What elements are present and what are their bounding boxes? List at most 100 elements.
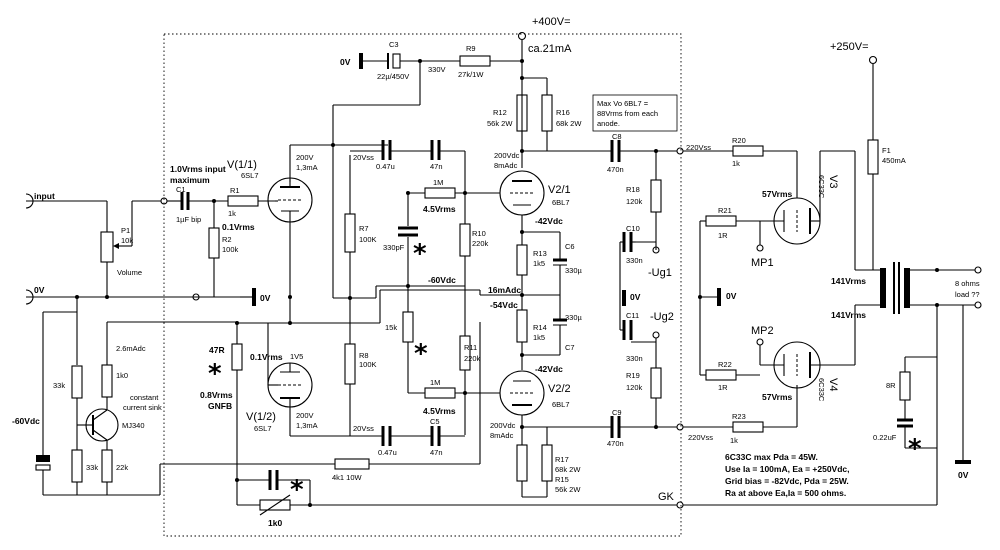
r-1m-top	[424, 187, 456, 199]
svg-text:C3: C3	[389, 40, 399, 49]
svg-text:6C33C: 6C33C	[817, 175, 826, 199]
svg-text:33k: 33k	[53, 381, 65, 390]
svg-text:22µ/450V: 22µ/450V	[377, 72, 409, 81]
svg-text:1M: 1M	[433, 178, 443, 187]
svg-text:+250V=: +250V=	[830, 41, 869, 53]
svg-text:*: *	[413, 239, 427, 269]
svg-text:470n: 470n	[607, 165, 624, 174]
svg-text:*: *	[414, 339, 428, 369]
r10-resistor	[459, 223, 471, 257]
svg-text:1R: 1R	[718, 231, 728, 240]
svg-text:-Ug2: -Ug2	[650, 311, 674, 323]
p1-volume-pot[interactable]	[100, 231, 114, 263]
svg-text:16mAdc: 16mAdc	[488, 285, 521, 295]
svg-text:8mAdc: 8mAdc	[490, 431, 514, 440]
svg-text:1M: 1M	[430, 378, 440, 387]
r21-resistor	[705, 215, 737, 227]
svg-text:0V: 0V	[726, 291, 737, 301]
svg-text:1R: 1R	[718, 383, 728, 392]
svg-text:220k: 220k	[472, 239, 489, 248]
svg-text:R14: R14	[533, 323, 547, 332]
svg-text:22k: 22k	[116, 463, 128, 472]
svg-text:0.8Vrms: 0.8Vrms	[200, 390, 233, 400]
r17-resistor	[516, 444, 528, 482]
v22-tube-6bl7	[499, 370, 545, 416]
svg-text:20Vss: 20Vss	[353, 153, 374, 162]
r-8r-zobel	[899, 371, 911, 401]
svg-text:56k 2W: 56k 2W	[487, 119, 513, 128]
svg-text:constant: constant	[130, 393, 159, 402]
supply-400v: +400V= ca.21mA	[517, 16, 572, 55]
svg-text:MP1: MP1	[751, 257, 774, 269]
svg-text:C11: C11	[626, 311, 639, 320]
svg-text:R15: R15	[555, 475, 569, 484]
svg-text:20Vss: 20Vss	[353, 424, 374, 433]
svg-text:0.1Vrms: 0.1Vrms	[222, 222, 255, 232]
svg-text:10k: 10k	[121, 236, 133, 245]
svg-text:V4: V4	[827, 378, 839, 391]
svg-text:*: *	[208, 359, 222, 389]
r15-resistor	[541, 444, 553, 482]
svg-text:56k 2W: 56k 2W	[555, 485, 581, 494]
svg-text:100K: 100K	[359, 360, 377, 369]
r-33k-left	[71, 365, 83, 399]
r20-resistor	[732, 145, 764, 157]
v21-tube-6bl7	[499, 170, 545, 216]
svg-text:8R: 8R	[886, 381, 896, 390]
c3-capacitor	[392, 53, 401, 69]
svg-text:330µ: 330µ	[565, 266, 583, 275]
svg-text:220k: 220k	[464, 354, 481, 363]
svg-text:0V: 0V	[630, 292, 641, 302]
svg-text:2.6mAdc: 2.6mAdc	[116, 344, 146, 353]
svg-text:C6: C6	[565, 242, 575, 251]
svg-text:V2/2: V2/2	[548, 383, 571, 395]
svg-text:Volume: Volume	[117, 268, 142, 277]
ground-jack[interactable]: 0V	[25, 285, 45, 305]
svg-text:ca.21mA: ca.21mA	[528, 43, 572, 55]
speaker-terminal-plus[interactable]	[974, 266, 982, 274]
svg-text:6SL7: 6SL7	[241, 171, 259, 180]
svg-text:0V: 0V	[260, 293, 271, 303]
svg-text:141Vrms: 141Vrms	[831, 310, 866, 320]
svg-text:-60Vdc: -60Vdc	[428, 275, 456, 285]
svg-text:0.47u: 0.47u	[376, 162, 395, 171]
svg-text:6C33C: 6C33C	[817, 378, 826, 402]
svg-text:4.5Vrms: 4.5Vrms	[423, 204, 456, 214]
r14-resistor	[516, 309, 528, 343]
svg-text:200V: 200V	[296, 153, 314, 162]
svg-text:6BL7: 6BL7	[552, 400, 570, 409]
output-transformer	[855, 262, 975, 314]
svg-text:V3: V3	[827, 175, 839, 188]
svg-text:4k1 10W: 4k1 10W	[332, 473, 363, 482]
svg-text:141Vrms: 141Vrms	[831, 276, 866, 286]
svg-text:V(1/2): V(1/2)	[246, 411, 276, 423]
svg-text:GNFB: GNFB	[208, 401, 232, 411]
svg-text:V2/1: V2/1	[548, 184, 571, 196]
r-4k1-10w	[334, 458, 370, 470]
svg-text:68k 2W: 68k 2W	[556, 119, 582, 128]
svg-text:C5: C5	[430, 417, 440, 426]
svg-text:0.22uF: 0.22uF	[873, 433, 897, 442]
r13-resistor	[516, 244, 528, 276]
svg-text:R9: R9	[466, 44, 476, 53]
svg-text:Ra at above Ea,Ia = 500 ohms.: Ra at above Ea,Ia = 500 ohms.	[725, 488, 846, 498]
svg-text:V(1/1): V(1/1)	[227, 159, 257, 171]
speaker-terminal-minus[interactable]	[974, 301, 982, 309]
f1-fuse	[867, 139, 879, 175]
svg-text:C8: C8	[612, 132, 622, 141]
svg-text:8 ohms: 8 ohms	[955, 279, 980, 288]
svg-text:8mAdc: 8mAdc	[494, 161, 518, 170]
r9-resistor	[459, 55, 491, 67]
svg-text:57Vrms: 57Vrms	[762, 189, 793, 199]
svg-text:Grid bias = -82Vdc, Pda = 25W.: Grid bias = -82Vdc, Pda = 25W.	[725, 476, 849, 486]
r22-resistor	[705, 369, 737, 381]
input-jack[interactable]: input	[25, 191, 55, 209]
r-15k	[402, 311, 414, 343]
r-33k-bottom	[71, 449, 83, 483]
svg-text:1k: 1k	[730, 436, 738, 445]
svg-text:330n: 330n	[626, 256, 643, 265]
svg-text:27k/1W: 27k/1W	[458, 70, 484, 79]
svg-text:R22: R22	[718, 360, 732, 369]
svg-text:R10: R10	[472, 229, 486, 238]
svg-text:MP2: MP2	[751, 325, 774, 337]
